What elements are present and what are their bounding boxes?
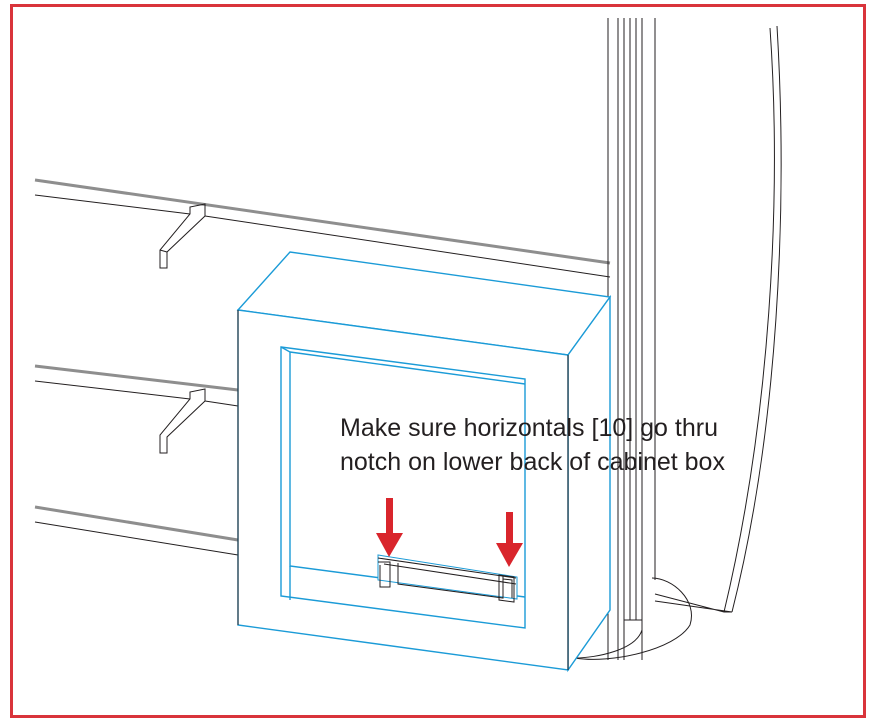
middle-horizontal-rail bbox=[34, 364, 239, 454]
arrow-left bbox=[376, 498, 403, 557]
lower-horizontal-rail bbox=[34, 505, 239, 556]
notch-and-horizontal bbox=[377, 554, 518, 603]
arrow-right bbox=[496, 512, 523, 567]
callout-line-2: notch on lower back of cabinet box bbox=[340, 448, 725, 476]
instruction-callout: Make sure horizontals [10] go thru notch… bbox=[340, 411, 860, 479]
upper-horizontal-rail bbox=[34, 178, 611, 278]
callout-line-1: Make sure horizontals [10] go thru bbox=[340, 414, 718, 442]
vertical-post bbox=[607, 18, 656, 660]
side-panel bbox=[654, 25, 782, 613]
cabinet-box bbox=[236, 251, 612, 673]
base-plate bbox=[574, 577, 692, 660]
